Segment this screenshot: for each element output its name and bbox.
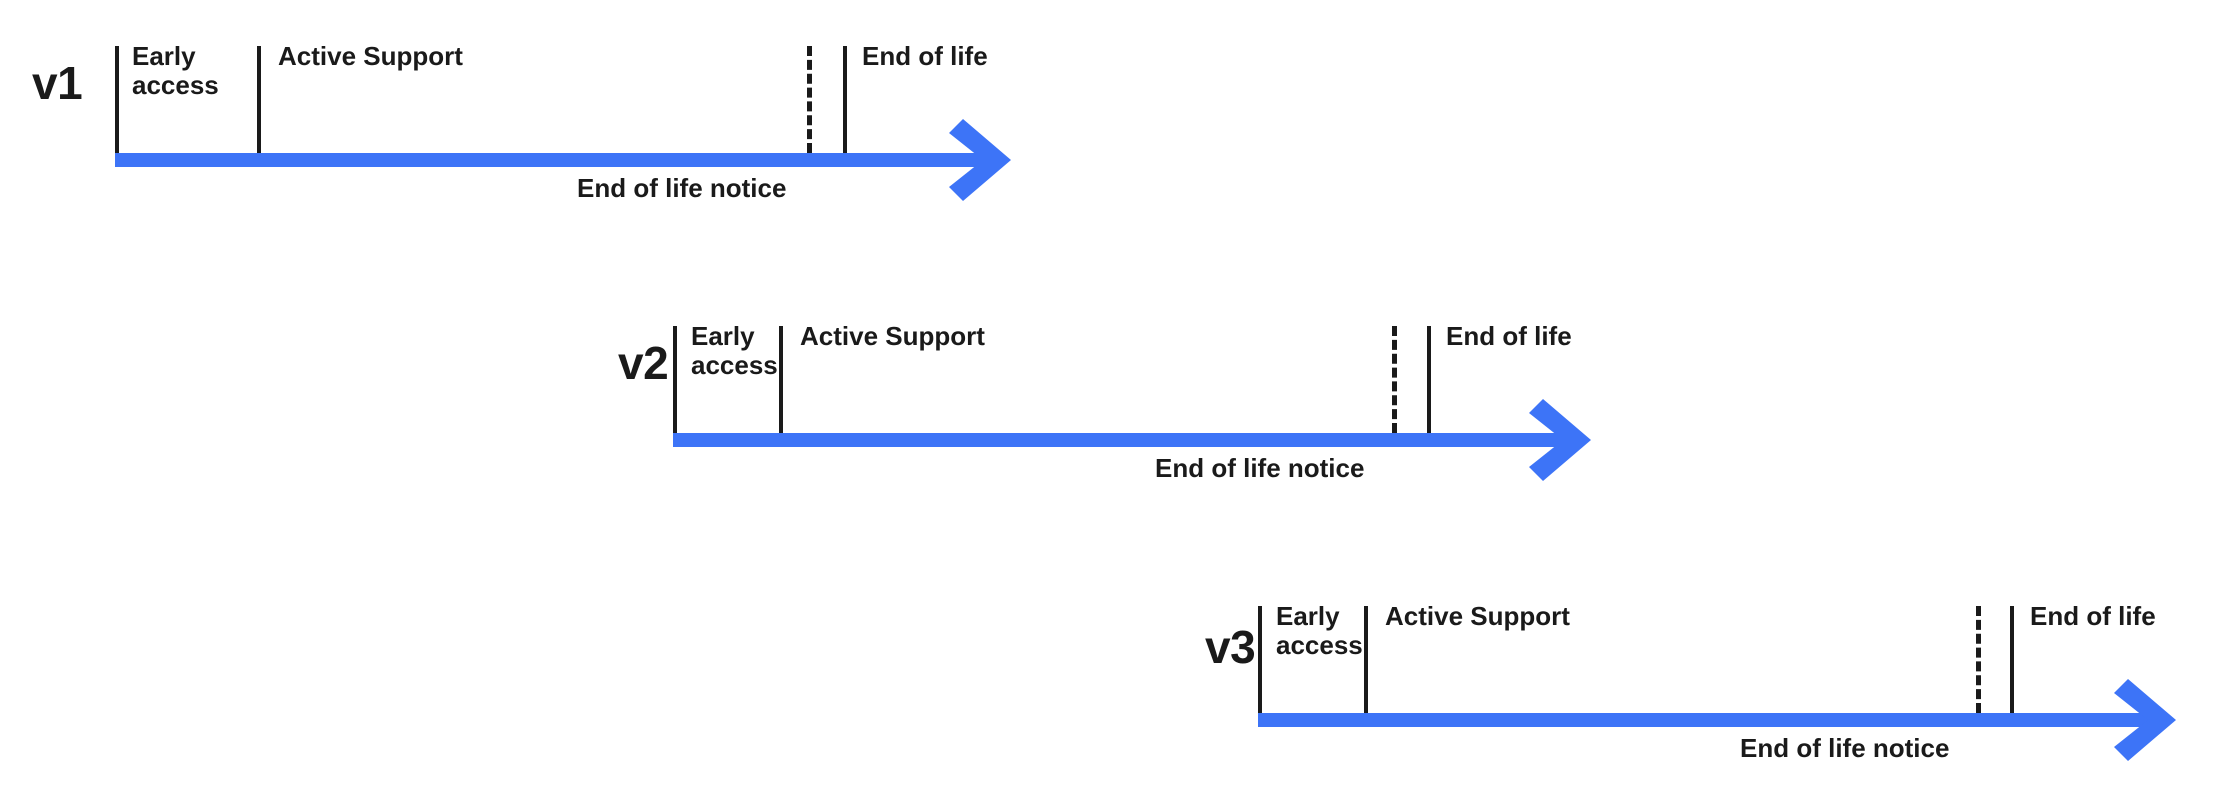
lifecycle-track-bar (1258, 713, 2150, 727)
phase-divider-solid (1258, 606, 1262, 713)
phase-label-active-support: Active Support (278, 41, 463, 71)
phase-label-end-of-life: End of life (862, 41, 988, 71)
phase-divider-solid (1364, 606, 1368, 713)
arrow-head-icon (2110, 676, 2190, 764)
phase-divider-solid (1427, 326, 1431, 433)
phase-divider-solid (843, 46, 847, 153)
phase-divider-dashed (1976, 606, 1981, 713)
version-label-v2: v2 (618, 337, 669, 389)
phase-label-active-support: Active Support (1385, 601, 1570, 631)
end-of-life-notice-label: End of life notice (1155, 453, 1365, 483)
phase-divider-solid (673, 326, 677, 433)
phase-label-end-of-life: End of life (2030, 601, 2156, 631)
phase-divider-dashed (1392, 326, 1397, 433)
end-of-life-notice-label: End of life notice (1740, 733, 1950, 763)
phase-label-early-access: Early access (132, 41, 219, 101)
end-of-life-notice-label: End of life notice (577, 173, 787, 203)
lifecycle-track-bar (115, 153, 985, 167)
phase-divider-solid (257, 46, 261, 153)
phase-divider-solid (779, 326, 783, 433)
phase-divider-solid (2010, 606, 2014, 713)
phase-label-active-support: Active Support (800, 321, 985, 351)
version-label-v1: v1 (32, 57, 83, 109)
version-label-v3: v3 (1205, 621, 1256, 673)
phase-label-end-of-life: End of life (1446, 321, 1572, 351)
lifecycle-track-bar (673, 433, 1565, 447)
arrow-head-icon (945, 116, 1025, 204)
phase-label-early-access: Early access (691, 321, 778, 381)
phase-divider-solid (115, 46, 119, 153)
arrow-head-icon (1525, 396, 1605, 484)
phase-label-early-access: Early access (1276, 601, 1363, 661)
phase-divider-dashed (807, 46, 812, 153)
